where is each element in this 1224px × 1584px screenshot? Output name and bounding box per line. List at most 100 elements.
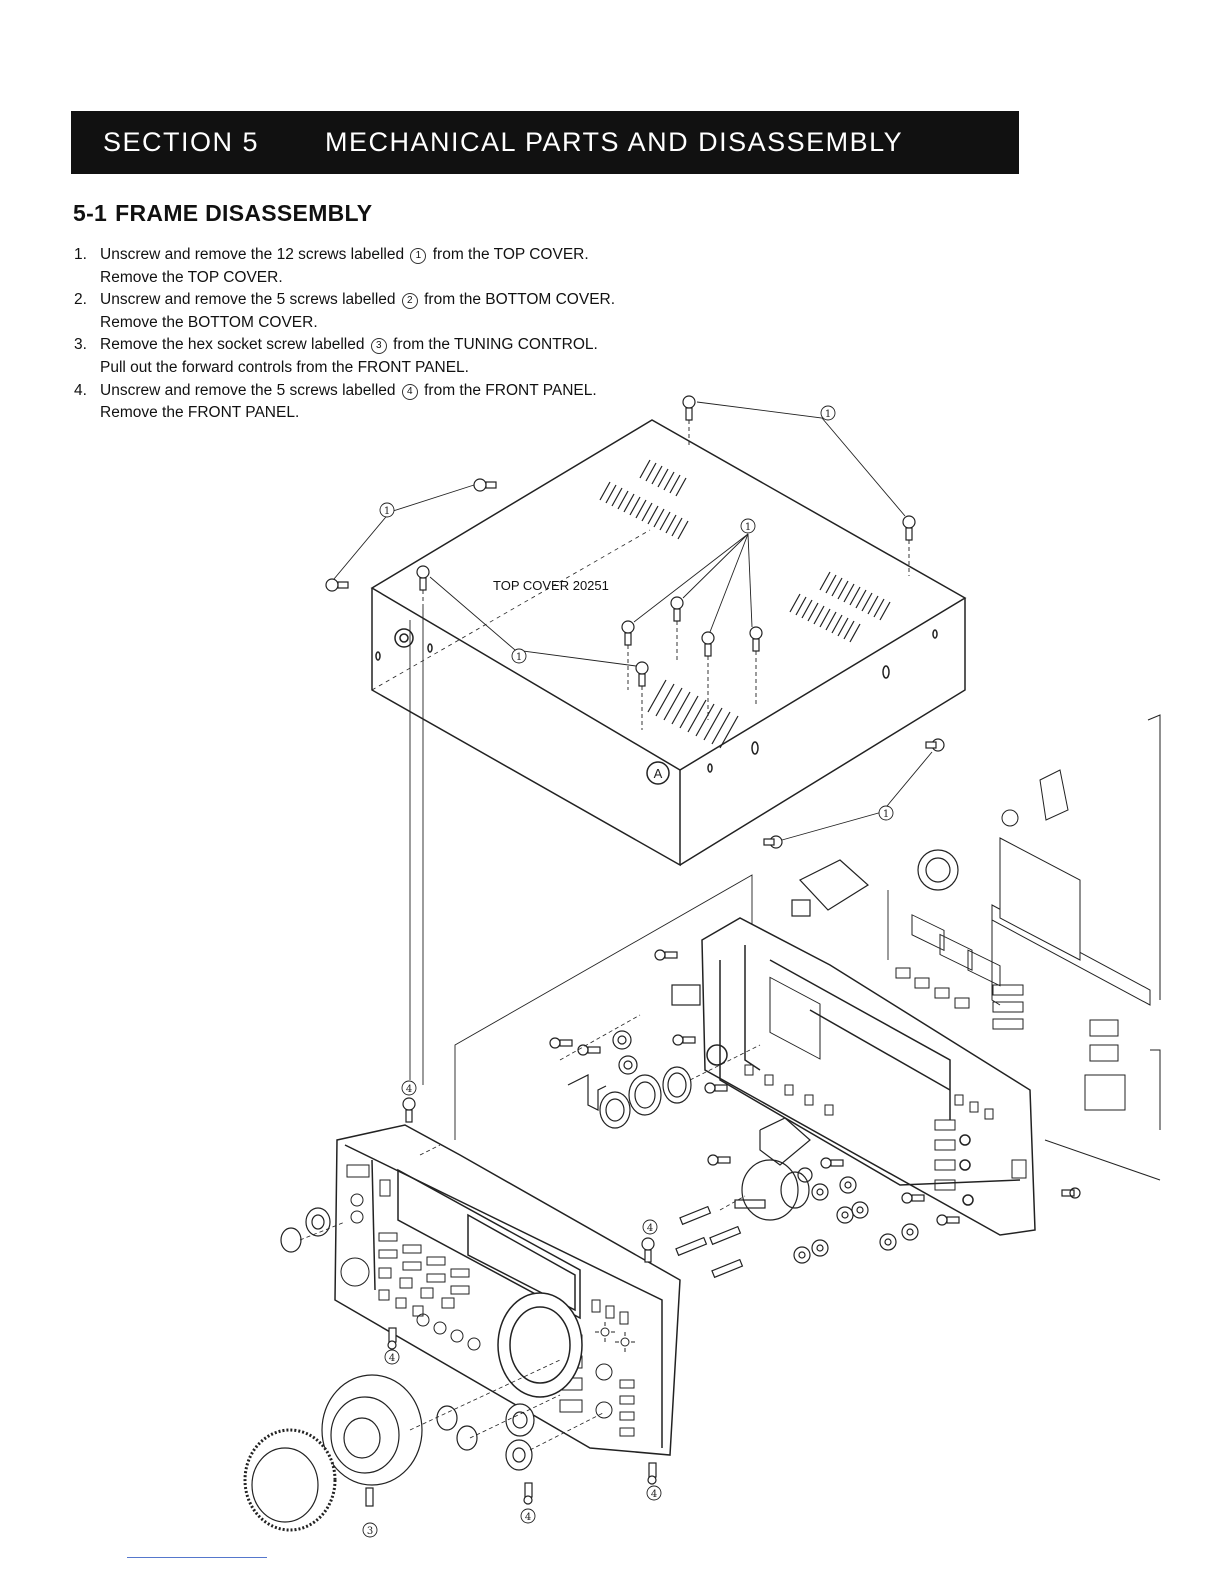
callout-label: 1 bbox=[745, 522, 751, 533]
led-icon bbox=[595, 1322, 635, 1352]
screw-icon bbox=[641, 1237, 655, 1263]
screw-callout-marker: 2 bbox=[401, 293, 418, 310]
screw-icon bbox=[549, 1037, 573, 1049]
step-line: Unscrew and remove the 12 screws labelle… bbox=[100, 244, 615, 267]
callout-label: 4 bbox=[406, 1084, 412, 1095]
step-line-2: Remove the FRONT PANEL. bbox=[100, 404, 300, 422]
screw-icon bbox=[654, 949, 678, 961]
top-cover-vents bbox=[599, 459, 891, 749]
screw-icon bbox=[820, 1157, 844, 1169]
step-line-2: Remove the TOP COVER. bbox=[100, 268, 283, 286]
callout-label: 1 bbox=[384, 506, 390, 517]
section-title: MECHANICAL PARTS AND DISASSEMBLY bbox=[325, 127, 904, 157]
step-item: 3. Remove the hex socket screw labelled … bbox=[74, 334, 615, 379]
callout-icon: 1 bbox=[820, 405, 836, 421]
top-cover-label: TOP COVER 20251 bbox=[493, 578, 609, 593]
step-line: Unscrew and remove the 5 screws labelled… bbox=[100, 289, 615, 312]
assembly-lines bbox=[299, 1014, 761, 1451]
screw-icon bbox=[325, 578, 349, 592]
callout-label: 4 bbox=[647, 1223, 653, 1234]
step-number: 4. bbox=[74, 381, 87, 399]
callout-label: 3 bbox=[367, 1526, 373, 1537]
callout-icon: 4 bbox=[520, 1508, 536, 1524]
step-text: Unscrew and remove the 5 screws labelled bbox=[100, 381, 396, 399]
callout-icon: 4 bbox=[401, 1080, 417, 1096]
chassis-slots bbox=[744, 1064, 1027, 1191]
screw-icon bbox=[523, 1482, 533, 1505]
callout-icon: 3 bbox=[362, 1522, 378, 1538]
section-label: SECTION 5 bbox=[103, 127, 260, 157]
chassis-frame bbox=[701, 917, 1036, 1236]
screw-icon bbox=[672, 1034, 696, 1046]
step-line-2: Pull out the forward controls from the F… bbox=[100, 358, 469, 376]
step-number: 3. bbox=[74, 336, 87, 354]
step-text: from the TUNING CONTROL. bbox=[393, 336, 598, 354]
screw-icon bbox=[577, 1044, 601, 1056]
screw-icon bbox=[387, 1327, 397, 1350]
screw-callouts-1: 1 1 1 1 1 bbox=[379, 405, 894, 821]
marker-a-label: A bbox=[654, 766, 663, 781]
step-number: 2. bbox=[74, 291, 87, 309]
top-cover-screws bbox=[325, 395, 945, 849]
screw-icon bbox=[763, 835, 783, 849]
step-text: Unscrew and remove the 12 screws labelle… bbox=[100, 246, 405, 263]
small-parts bbox=[549, 714, 1161, 1279]
screw-callout-marker: 3 bbox=[370, 338, 387, 355]
subsection-number: 5-1 bbox=[73, 200, 108, 226]
callout-label: 4 bbox=[525, 1512, 531, 1523]
step-text: from the BOTTOM COVER. bbox=[424, 291, 616, 309]
screw-icon bbox=[936, 1214, 960, 1226]
callout-icon: 1 bbox=[511, 648, 527, 664]
subsection-heading: 5-1 FRAME DISASSEMBLY bbox=[73, 200, 372, 227]
front-panel-buttons bbox=[346, 1164, 635, 1437]
screw-icon bbox=[901, 1192, 925, 1204]
step-line: Unscrew and remove the 5 screws labelled… bbox=[100, 380, 615, 403]
callout-label: 1 bbox=[825, 409, 831, 420]
screw-callouts-4: 4 4 4 4 4 3 bbox=[362, 1080, 662, 1538]
guide-lines bbox=[409, 604, 889, 1140]
step-item: 1. Unscrew and remove the 12 screws labe… bbox=[74, 244, 615, 289]
disassembly-steps: 1. Unscrew and remove the 12 screws labe… bbox=[74, 244, 615, 425]
control-knobs bbox=[243, 1207, 535, 1532]
callout-icon: 4 bbox=[642, 1219, 658, 1235]
callout-label: 4 bbox=[389, 1353, 395, 1364]
callout-icon: 1 bbox=[878, 805, 894, 821]
footer-rule bbox=[127, 1557, 267, 1558]
front-panel bbox=[334, 1124, 681, 1456]
callout-icon: 4 bbox=[646, 1485, 662, 1501]
subsection-title: FRAME DISASSEMBLY bbox=[115, 200, 373, 226]
screw-icon bbox=[473, 478, 497, 492]
step-number: 1. bbox=[74, 246, 87, 263]
step-text: Remove the hex socket screw labelled bbox=[100, 336, 365, 354]
screw-icon bbox=[647, 1462, 657, 1485]
step-text: from the TOP COVER. bbox=[432, 246, 589, 263]
screw-icon bbox=[402, 1097, 416, 1123]
callout-icon: 1 bbox=[740, 518, 756, 534]
marker-a bbox=[646, 761, 670, 785]
screw-icon bbox=[925, 738, 945, 752]
screw-icon bbox=[682, 395, 696, 421]
top-cover: A TOP COVER 20251 bbox=[370, 419, 967, 867]
callout-icon: 1 bbox=[379, 502, 395, 518]
step-line-2: Remove the BOTTOM COVER. bbox=[100, 313, 318, 331]
callout-label: 1 bbox=[516, 652, 522, 663]
step-text: Unscrew and remove the 5 screws labelled bbox=[100, 291, 396, 309]
screw-callout-marker: 1 bbox=[410, 248, 427, 264]
callout-icon: 4 bbox=[384, 1349, 400, 1365]
screw-icon bbox=[707, 1154, 731, 1166]
screw-icon bbox=[704, 1082, 728, 1094]
screw-icon bbox=[365, 1487, 374, 1507]
callout-label: 4 bbox=[651, 1489, 657, 1500]
step-line: Remove the hex socket screw labelled 3 f… bbox=[100, 334, 615, 357]
screw-callout-marker: 4 bbox=[401, 383, 418, 400]
step-text: from the FRONT PANEL. bbox=[424, 381, 597, 399]
screw-icon bbox=[902, 515, 916, 541]
step-item: 2. Unscrew and remove the 5 screws label… bbox=[74, 289, 615, 334]
step-item: 4. Unscrew and remove the 5 screws label… bbox=[74, 380, 615, 425]
callout-label: 1 bbox=[883, 809, 889, 820]
screw-icon bbox=[635, 661, 649, 687]
screw-icon bbox=[1061, 1187, 1081, 1199]
front-panel-screws bbox=[365, 1097, 657, 1507]
section-banner: SECTION 5 MECHANICAL PARTS AND DISASSEMB… bbox=[71, 111, 1019, 174]
